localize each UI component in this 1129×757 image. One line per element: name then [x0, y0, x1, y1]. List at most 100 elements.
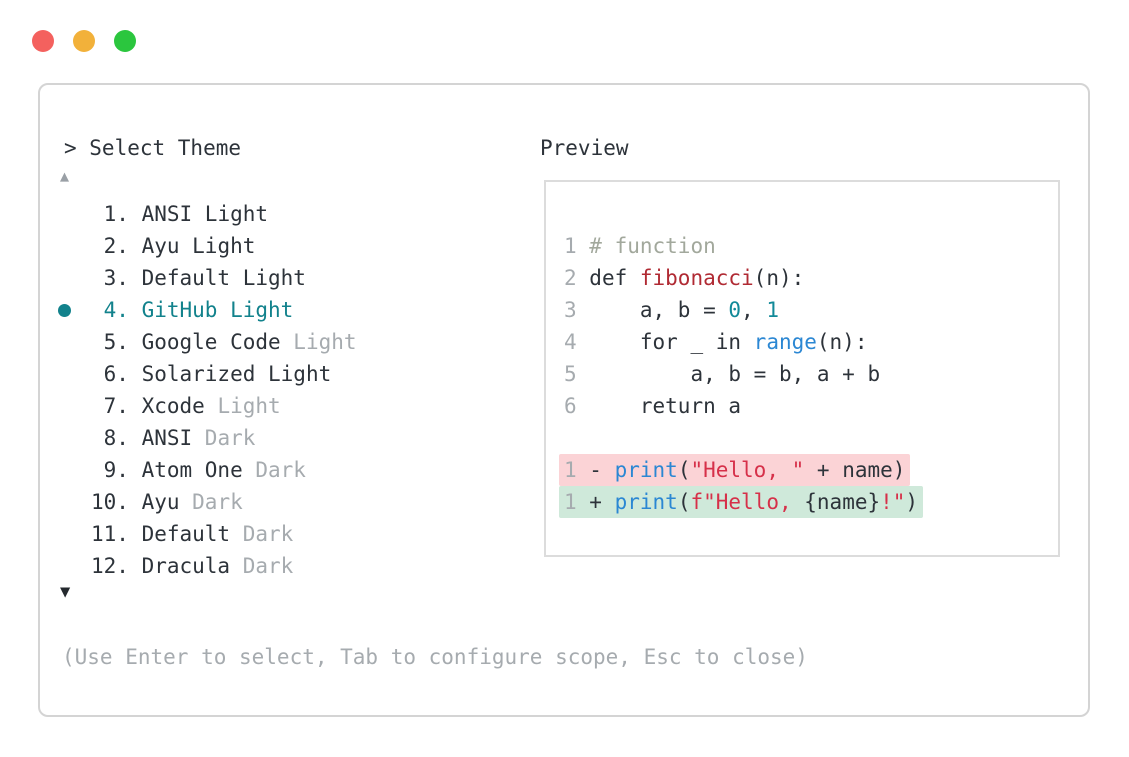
- code-token: + name): [804, 458, 906, 482]
- line-number: 6: [564, 394, 590, 418]
- theme-item-number: 8.: [91, 426, 142, 450]
- code-token: a, b = b, a + b: [589, 362, 881, 386]
- theme-item-name: Default: [141, 266, 243, 290]
- theme-item-number: 6.: [91, 362, 142, 386]
- diff-added-line: 1 + print(f"Hello, {name}!"): [559, 486, 1058, 518]
- code-token: print: [614, 458, 678, 482]
- diff-removed-line: 1 - print("Hello, " + name): [559, 454, 1058, 486]
- code-token: (: [677, 458, 691, 482]
- theme-item-variant: Dark: [192, 490, 243, 514]
- code-token: +: [589, 490, 615, 514]
- theme-item-variant: Light: [204, 202, 269, 226]
- code-token: ): [905, 490, 919, 514]
- theme-item-variant: Dark: [204, 426, 256, 450]
- code-token: print: [614, 490, 678, 514]
- scroll-up-icon[interactable]: ▲: [60, 167, 70, 185]
- theme-item-number: 2.: [91, 234, 142, 258]
- theme-list-item[interactable]: 8. ANSI Dark: [91, 422, 357, 454]
- code-token: range: [753, 330, 817, 354]
- line-number: 2: [564, 266, 590, 290]
- code-token: # function: [589, 234, 716, 258]
- theme-list-item[interactable]: 12. Dracula Dark: [91, 550, 357, 582]
- zoom-button[interactable]: [114, 30, 136, 52]
- minimize-button[interactable]: [73, 30, 95, 52]
- line-number: 3: [564, 298, 590, 322]
- theme-item-number: 12.: [91, 554, 142, 578]
- code-line: 6 return a: [564, 390, 1058, 422]
- code-line-content: 6 return a: [559, 390, 746, 422]
- code-line: 5 a, b = b, a + b: [564, 358, 1058, 390]
- theme-item-number: 10.: [91, 490, 142, 514]
- line-number: 1: [564, 490, 590, 514]
- theme-item-variant: Light: [230, 298, 294, 322]
- code-line: 3 a, b = 0, 1: [564, 294, 1058, 326]
- hint-text: (Use Enter to select, Tab to configure s…: [62, 645, 808, 669]
- window-controls: [32, 30, 136, 52]
- theme-item-name: Default: [141, 522, 243, 546]
- code-line-content: 4 for _ in range(n):: [559, 326, 872, 358]
- theme-item-number: 1.: [91, 202, 142, 226]
- theme-item-name: Ayu: [141, 490, 193, 514]
- picker-title: > Select Theme: [64, 136, 242, 160]
- code-line-content: 5 a, b = b, a + b: [559, 358, 885, 390]
- code-line-content: 1 # function: [559, 230, 721, 262]
- line-number: 1: [564, 234, 590, 258]
- code-token: 0: [728, 298, 742, 322]
- code-line-content: 1 - print("Hello, " + name): [559, 454, 911, 486]
- theme-list-item[interactable]: 2. Ayu Light: [91, 230, 357, 262]
- code-token: -: [589, 458, 615, 482]
- theme-item-variant: Dark: [242, 554, 294, 578]
- theme-item-number: 4.: [91, 298, 142, 322]
- theme-list-item[interactable]: 3. Default Light: [91, 262, 357, 294]
- theme-item-number: 5.: [91, 330, 142, 354]
- theme-item-name: GitHub: [141, 298, 231, 322]
- code-line: 1 # function: [564, 230, 1058, 262]
- line-number: 4: [564, 330, 590, 354]
- code-token: {name}: [804, 490, 881, 514]
- theme-list-item[interactable]: 7. Xcode Light: [91, 390, 357, 422]
- theme-list-item[interactable]: 6. Solarized Light: [91, 358, 357, 390]
- code-token: for _ in: [589, 330, 754, 354]
- code-token: (n):: [753, 266, 805, 290]
- theme-list-item[interactable]: 9. Atom One Dark: [91, 454, 357, 486]
- theme-item-name: ANSI: [141, 426, 205, 450]
- close-button[interactable]: [32, 30, 54, 52]
- theme-item-variant: Light: [192, 234, 256, 258]
- line-number: 5: [564, 362, 590, 386]
- theme-item-name: Atom One: [141, 458, 256, 482]
- code-token: fibonacci: [639, 266, 754, 290]
- theme-list-item[interactable]: 10. Ayu Dark: [91, 486, 357, 518]
- code-token: 1: [766, 298, 779, 322]
- theme-item-number: 3.: [91, 266, 142, 290]
- theme-item-name: Google Code: [141, 330, 294, 354]
- selection-bullet-icon: [58, 304, 71, 317]
- code-line-content: 3 a, b = 0, 1: [559, 294, 784, 326]
- theme-list-item[interactable]: 1. ANSI Light: [91, 198, 357, 230]
- theme-item-variant: Light: [293, 330, 357, 354]
- theme-item-variant: Dark: [242, 522, 294, 546]
- theme-list: 1. ANSI Light 2. Ayu Light 3. Default Li…: [58, 198, 357, 582]
- preview-title: Preview: [540, 136, 629, 160]
- code-token: return a: [589, 394, 742, 418]
- code-line: [564, 422, 1058, 454]
- theme-item-name: Solarized: [141, 362, 269, 386]
- code-token: a, b =: [589, 298, 729, 322]
- theme-item-variant: Light: [217, 394, 281, 418]
- theme-list-item[interactable]: 11. Default Dark: [91, 518, 357, 550]
- code-token: (n):: [816, 330, 868, 354]
- theme-item-variant: Light: [268, 362, 332, 386]
- code-line-content: 1 + print(f"Hello, {name}!"): [559, 486, 924, 518]
- code-token: ,: [741, 298, 767, 322]
- theme-list-item[interactable]: 4. GitHub Light: [58, 294, 357, 326]
- theme-list-item[interactable]: 5. Google Code Light: [91, 326, 357, 358]
- code-line-content: 2 def fibonacci(n):: [559, 262, 809, 294]
- theme-picker-panel: > Select Theme ▲ 1. ANSI Light 2. Ayu Li…: [38, 83, 1090, 717]
- code-line: 2 def fibonacci(n):: [564, 262, 1058, 294]
- code-token: "Hello, ": [690, 458, 805, 482]
- scroll-down-icon[interactable]: ▼: [60, 582, 71, 602]
- theme-item-name: Ayu: [141, 234, 193, 258]
- theme-item-variant: Dark: [255, 458, 306, 482]
- line-number: 1: [564, 458, 590, 482]
